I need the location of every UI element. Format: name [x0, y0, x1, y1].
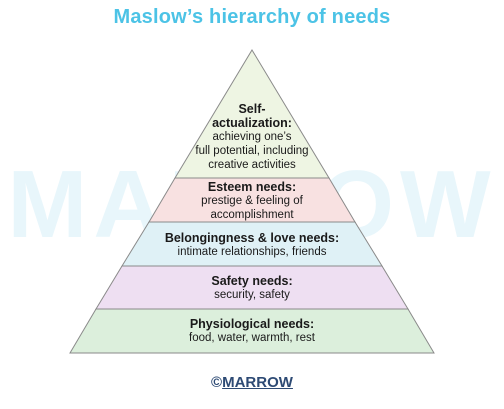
tier-description: intimate relationships, friends — [177, 246, 327, 258]
page-title: Maslow’s hierarchy of needs — [113, 6, 391, 28]
copyright-footer: ©MARROW — [0, 374, 504, 394]
tier-physiological — [69, 308, 435, 354]
tier-heading: Self- actualization: — [212, 102, 292, 130]
tier-heading: Belongingness & love needs: — [164, 231, 340, 245]
tier-description: security, safety — [214, 289, 290, 301]
copyright-brand: MARROW — [222, 374, 293, 391]
tier-description: achieving one’s full potential, includin… — [195, 131, 309, 171]
tier-label-self-actualization: Self- actualization: achieving one’s ful… — [192, 102, 312, 172]
tier-heading: Physiological needs: — [189, 317, 315, 331]
tier-label-physiological: Physiological needs: food, water, warmth… — [132, 317, 372, 345]
tier-description: food, water, warmth, rest — [189, 332, 315, 344]
tier-label-belongingness: Belongingness & love needs: intimate rel… — [132, 231, 372, 259]
tier-heading: Esteem needs: — [207, 180, 297, 194]
tier-heading: Safety needs: — [211, 274, 293, 288]
copyright-symbol: © — [211, 374, 223, 391]
tier-label-safety: Safety needs: security, safety — [132, 274, 372, 302]
tier-label-esteem: Esteem needs: prestige & feeling of acco… — [160, 180, 344, 222]
tier-description: prestige & feeling of accomplishment — [201, 195, 303, 221]
